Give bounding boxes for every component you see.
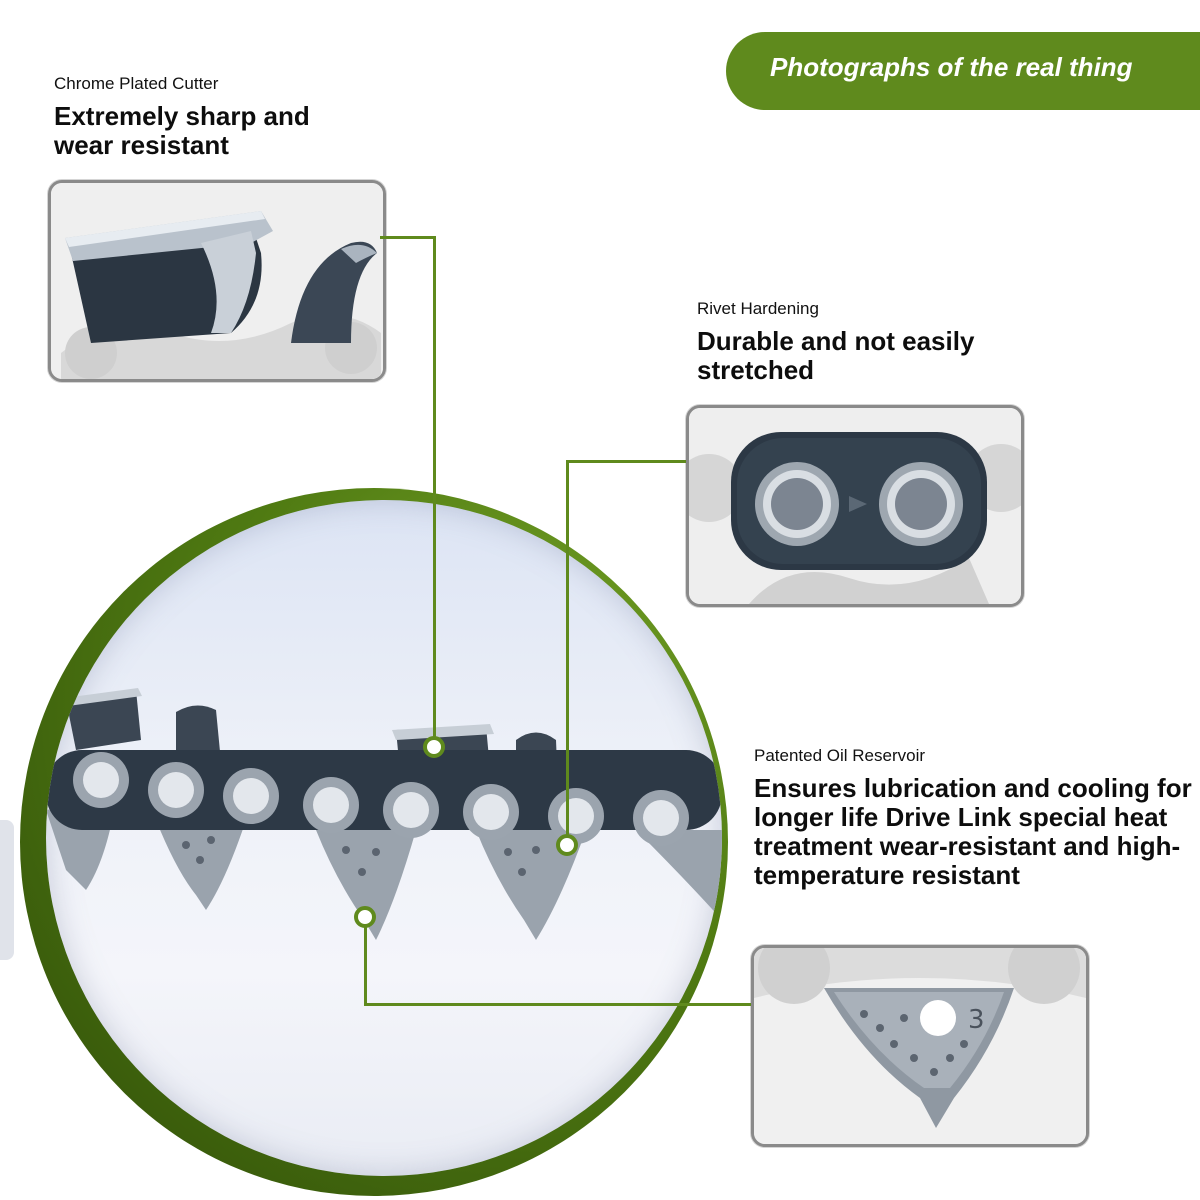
cutter-photo-icon (51, 183, 383, 379)
connector-drive-v (364, 914, 367, 1006)
connector-rivet-v (566, 460, 569, 840)
feature-headline-rivet: Durable and not easily stretched (697, 326, 975, 385)
connector-cutter-v (433, 236, 436, 740)
pointer-dot-cutter (423, 736, 445, 758)
banner: Photographs of the real thing (726, 32, 1200, 110)
connector-rivet-h (566, 460, 686, 463)
cutter-photo (48, 180, 386, 382)
chain-photo-icon (46, 688, 722, 940)
drive-link-photo: 3 (751, 945, 1089, 1147)
rivet-photo (686, 405, 1024, 607)
drive-link-photo-icon: 3 (754, 948, 1086, 1144)
feature-headline-cutter: Extremely sharp and wear resistant (54, 101, 310, 160)
feature-headline-reservoir: Ensures lubrication and cooling for long… (754, 773, 1192, 890)
feature-label-reservoir: Patented Oil Reservoir (754, 746, 926, 765)
feature-label-cutter: Chrome Plated Cutter (54, 74, 219, 93)
chain-photo (46, 500, 722, 1176)
connector-drive-h (364, 1003, 751, 1006)
connector-cutter-h (380, 236, 436, 239)
feature-label-rivet: Rivet Hardening (697, 299, 819, 318)
edge-sliver (0, 820, 14, 960)
rivet-photo-icon (689, 408, 1021, 604)
pointer-dot-drive (354, 906, 376, 928)
banner-text: Photographs of the real thing (770, 52, 1133, 82)
svg-text:3: 3 (968, 1005, 985, 1035)
pointer-dot-rivet (556, 834, 578, 856)
